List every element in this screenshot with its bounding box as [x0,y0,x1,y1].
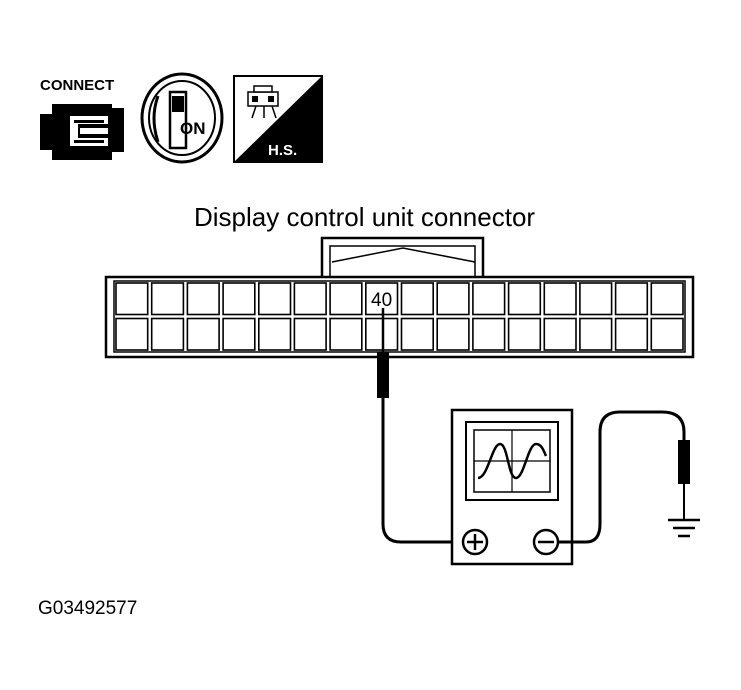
connector-pin-cavity [222,282,256,316]
connector-pin-cavity [293,282,327,316]
connector-pin-cavity [150,282,185,316]
connector-pin-cavity [543,317,577,351]
ground-symbol [668,518,700,538]
connector-pin-cavity [507,317,542,351]
connector-pin-cavity [472,317,506,351]
connector-pin-cavity [614,317,649,351]
connector-pin-cavity [364,317,399,351]
connector-pin-cavity [257,317,292,351]
ignition-on-icon: ON [140,72,224,164]
connector-pin-cavity [579,282,613,316]
negative-probe [558,410,690,544]
connector-pin-cavity [115,282,149,316]
connector-pin-cavity [614,282,649,316]
diagram-title: Display control unit connector [194,202,535,232]
connector-pin-cavity [472,282,506,316]
ignition-on-label: ON [180,119,206,138]
positive-probe [377,308,460,544]
connector-pin-cavity [400,282,435,316]
figure-code: G03492577 [38,598,137,619]
connector-pin-cavity [436,317,470,351]
connector-pin-cavity [650,317,684,351]
connector-pin-cavity [400,317,435,351]
connector-pin-cavity [329,317,363,351]
connector-pin-grid [115,282,684,351]
oscilloscope [450,408,574,566]
connector-pin-cavity [257,282,292,316]
connector-pin-cavity [507,282,542,316]
connector-pin-cavity [364,282,399,316]
connector-pin-cavity [543,282,577,316]
connector-pin-cavity [115,317,149,351]
harness-side-icon: H.S. [233,75,323,163]
connector-pin-cavity [186,282,220,316]
connector-pin-cavity [186,317,220,351]
connector-pin-cavity [150,317,185,351]
hs-label: H.S. [268,142,297,159]
connector-pin-cavity [579,317,613,351]
connect-label: CONNECT [40,77,114,94]
connector-pin-cavity [293,317,327,351]
connector-pin-cavity [329,282,363,316]
connector-pin-cavity [436,282,470,316]
connector-pin-cavity [222,317,256,351]
connector-connect-icon: CONNECT [40,77,124,160]
terminal-40-label: 40 [371,290,392,311]
connector-pin-cavity [650,282,684,316]
